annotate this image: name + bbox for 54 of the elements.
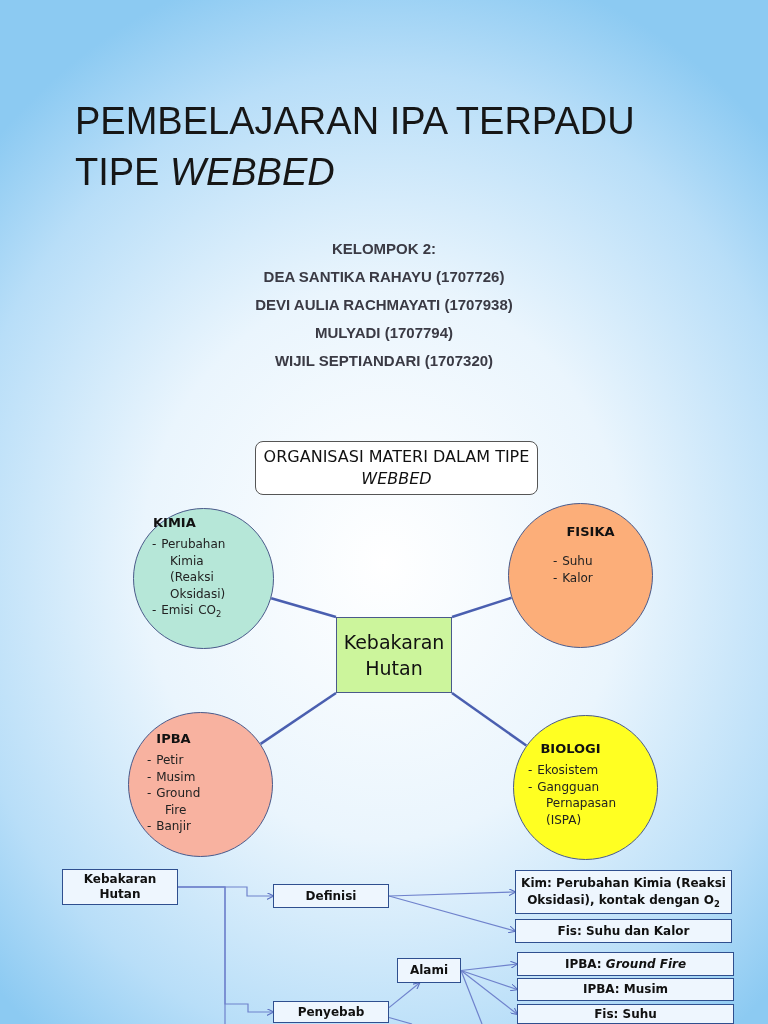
author-line: KELOMPOK 2:: [331, 239, 437, 259]
title-box: [255, 441, 538, 495]
box-label: Alami: [409, 963, 449, 978]
concept-box: [517, 952, 734, 976]
box-label: Kim: Perubahan Kimia (Reaksi Oksidasi), kontak dengan O$_{2}$: [520, 875, 727, 909]
connector-line: [259, 691, 337, 745]
arrow: [388, 982, 421, 1009]
author-line: DEA SANTIKA RAHAYU (1707726): [263, 267, 505, 287]
arrow: [460, 960, 519, 972]
box-label: Kebakaran Hutan: [342, 630, 446, 681]
connector-line: [177, 886, 226, 1024]
list-item: - Kalor: [553, 569, 594, 586]
list-item: - Perubahan Kimia (Reaksi Oksidasi): [152, 536, 227, 602]
connector-line: [451, 596, 512, 619]
box-label: IPBA: Musim: [582, 982, 669, 997]
list-item: - Suhu: [553, 553, 594, 570]
concept-box: [517, 978, 734, 1001]
author-line: MULYADI (1707794): [314, 323, 454, 343]
concept-box: [517, 1004, 734, 1024]
arrow: [460, 969, 519, 992]
author-line: DEVI AULIA RACHMAYATI (1707938): [255, 295, 513, 315]
subject-heading: IPBA: [156, 731, 191, 746]
box-label: Fis: Suhu: [594, 1006, 657, 1022]
box-label: IPBA: Ground Fire: [564, 956, 687, 972]
box-label: Kebakaran Hutan: [82, 872, 158, 902]
connector-line: [270, 597, 337, 619]
author-line: WIJIL SEPTIANDARI (1707320): [274, 351, 494, 371]
concept-box: [273, 884, 389, 908]
subject-heading: KIMIA: [153, 515, 196, 530]
list-item: - Musim: [147, 768, 197, 785]
box-label: Penyebab: [297, 1004, 365, 1020]
subject-heading: BIOLOGI: [540, 741, 601, 756]
list-item: - Ekosistem: [528, 762, 600, 779]
connector-line: [388, 1016, 413, 1024]
arrow: [388, 888, 517, 897]
list-item: - Emisi CO$_{2}$: [152, 602, 223, 619]
concept-box: [515, 919, 732, 943]
subject-heading: FISIKA: [566, 524, 615, 539]
arrow: [460, 969, 519, 1015]
box-label: ORGANISASI MATERI DALAM TIPE WEBBED: [262, 446, 531, 490]
connector-line: [460, 969, 483, 1024]
list-item: - Banjir: [147, 818, 192, 835]
list-item: - Ground Fire: [147, 785, 202, 818]
list-item: - Petir: [147, 752, 185, 769]
topic-box: [336, 617, 452, 693]
slide-title: PEMBELAJARAN IPA TERPADU TIPE WEBBED: [75, 99, 636, 196]
concept-box: [62, 869, 178, 905]
connector-line: [451, 691, 528, 747]
concept-box: [273, 1001, 389, 1023]
concept-box: [397, 958, 461, 983]
box-label: Definisi: [305, 888, 357, 904]
list-item: - Gangguan Pernapasan (ISPA): [528, 778, 618, 828]
arrow: [388, 895, 517, 934]
box-label: Fis: Suhu dan Kalor: [557, 923, 690, 939]
